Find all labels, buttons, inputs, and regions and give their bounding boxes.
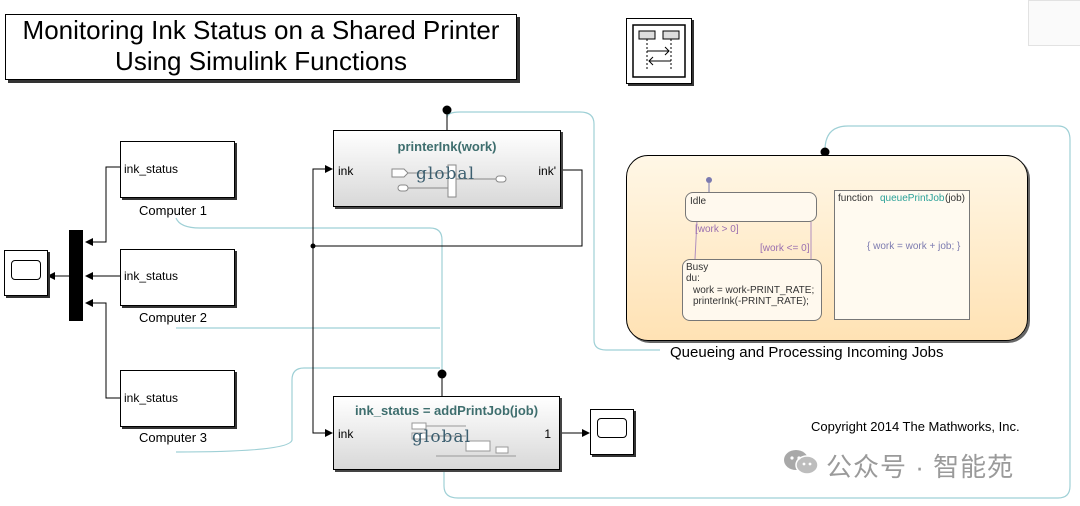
printer-ink-scope: global (416, 164, 476, 184)
chart-caption: Queueing and Processing Incoming Jobs (670, 344, 944, 361)
wire-c1-to-mux (85, 166, 122, 246)
scope-screen (11, 260, 41, 280)
printer-function-port (442, 105, 452, 115)
title-line-1: Monitoring Ink Status on a Shared Printe… (22, 15, 500, 45)
line-c3-path (175, 367, 440, 453)
wechat-icon (782, 447, 820, 477)
add-function-port (437, 369, 447, 379)
wire-c3-to-mux (85, 299, 122, 399)
computer-1-label: Computer 1 (139, 203, 207, 218)
printer-ink-in-port: ink (338, 164, 354, 178)
busy-state-label: Busy (686, 262, 709, 273)
function-body: { work = work + job; } (867, 241, 961, 252)
mux-block[interactable] (69, 230, 83, 321)
busy-state-du: du: (686, 273, 700, 284)
junction-dot (310, 243, 316, 249)
watermark-text: 公众号 · 智能苑 (826, 452, 1015, 482)
diagram-title: Monitoring Ink Status on a Shared Printe… (5, 14, 517, 80)
add-print-job-subsystem[interactable]: ink_status = addPrintJob(job) ink 1 glob… (333, 396, 560, 470)
scope-left[interactable] (4, 250, 48, 296)
computer-3-block[interactable]: ink_status (120, 370, 235, 427)
function-box[interactable]: function queuePrintJob (job) { work = wo… (834, 190, 970, 320)
busy-state[interactable]: Busy du: work = work-PRINT_RATE; printer… (682, 259, 822, 321)
busy-state-action-2: printerInk(-PRINT_RATE); (693, 296, 809, 307)
function-keyword: function (838, 193, 874, 204)
transition-work-le-0[interactable]: [work <= 0] (760, 243, 810, 254)
computer-1-block[interactable]: ink_status (120, 141, 235, 198)
idle-state-label: Idle (690, 196, 707, 207)
add-print-job-in-port: ink (338, 427, 354, 441)
add-print-job-scope: global (412, 427, 472, 447)
copyright-text: Copyright 2014 The Mathworks, Inc. (811, 419, 1020, 434)
add-print-job-inner-icon (411, 422, 516, 457)
chart-function-port (820, 147, 830, 157)
function-name: queuePrintJob (880, 193, 945, 204)
computer-3-port: ink_status (124, 391, 179, 405)
scope-screen-right (597, 418, 627, 438)
scope-right[interactable] (590, 409, 634, 455)
printer-ink-inner-icon (391, 164, 507, 198)
title-line-2: Using Simulink Functions (115, 46, 407, 76)
transition-work-gt-0[interactable]: [work > 0] (695, 224, 739, 235)
add-print-job-title: ink_status = addPrintJob(job) (354, 403, 539, 418)
function-diagram-icon (632, 24, 686, 78)
function-caller-icon[interactable] (626, 18, 692, 84)
wire-to-printer-in (312, 165, 333, 246)
computer-3-label: Computer 3 (139, 430, 207, 445)
add-print-job-out-port: 1 (544, 427, 551, 441)
line-right-loop (443, 125, 1071, 499)
printer-ink-title: printerInk(work) (397, 139, 497, 154)
line-c1-to-printer (175, 217, 443, 372)
printer-ink-subsystem[interactable]: printerInk(work) ink ink' global (333, 130, 561, 207)
function-arg: (job) (945, 193, 966, 204)
line-top-loop (446, 110, 660, 351)
computer-1-port: ink_status (124, 162, 179, 176)
stateflow-chart[interactable]: Idle [work > 0] [work <= 0] Busy du: wor… (626, 155, 1028, 341)
corner-widget[interactable] (1028, 0, 1080, 46)
wire-feedback (313, 169, 583, 247)
computer-2-port: ink_status (124, 269, 179, 283)
wire-to-add-in (312, 246, 333, 437)
computer-2-label: Computer 2 (139, 310, 207, 325)
idle-state[interactable]: Idle (685, 192, 817, 222)
computer-2-block[interactable]: ink_status (120, 249, 235, 306)
busy-state-action-1: work = work-PRINT_RATE; (693, 285, 815, 296)
printer-ink-out-port: ink' (538, 164, 556, 178)
